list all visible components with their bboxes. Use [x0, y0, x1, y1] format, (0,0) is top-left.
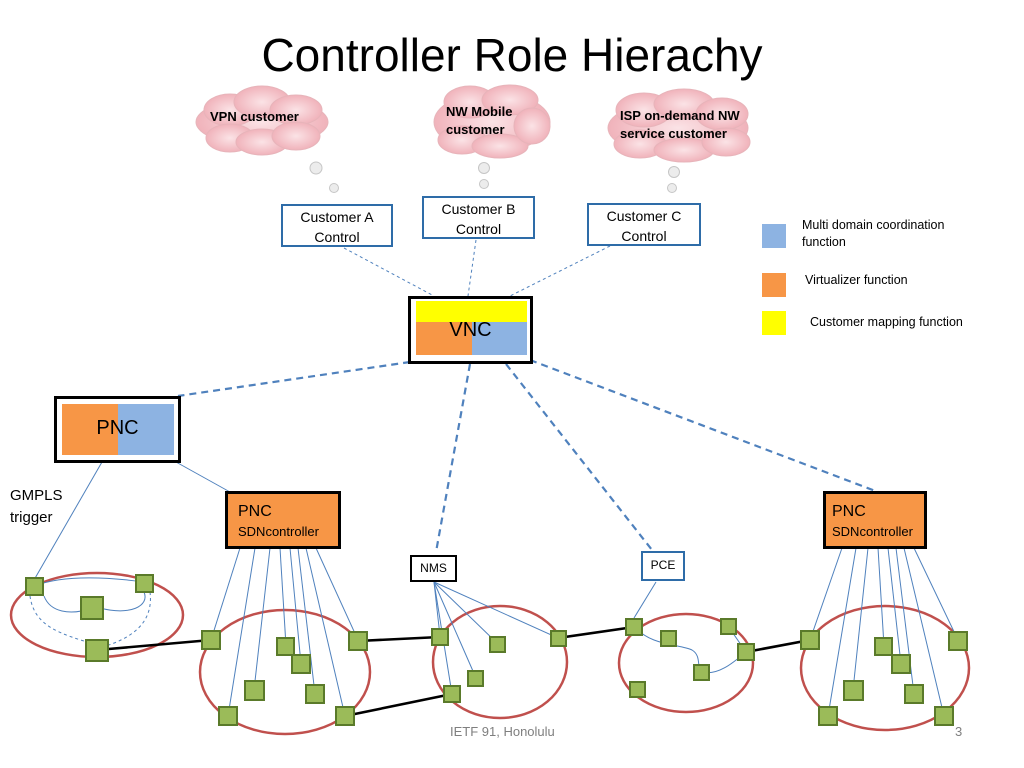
pnc-multi-domain-block — [118, 404, 174, 455]
domain-3-fan-links — [433, 581, 559, 695]
network-node — [904, 684, 924, 704]
network-node — [85, 639, 109, 662]
pnc-controller[interactable]: PNC — [54, 396, 181, 463]
inter-domain-links — [96, 625, 811, 718]
network-node — [818, 706, 838, 726]
network-node — [348, 631, 368, 651]
pnc-virtualizer-block — [62, 404, 118, 455]
network-node — [305, 684, 325, 704]
nms-box[interactable]: NMS — [410, 555, 457, 582]
network-node — [625, 618, 643, 636]
network-node — [874, 637, 893, 656]
footer-page-number: 3 — [955, 724, 963, 739]
network-node — [891, 654, 911, 674]
network-node — [934, 706, 954, 726]
domain-2-fan-links — [210, 547, 359, 717]
network-node — [80, 596, 104, 620]
network-node — [25, 577, 44, 596]
pnc-sdn-controller-left[interactable]: PNC SDNcontroller — [225, 491, 341, 549]
legend-swatch-virtualizer — [762, 273, 786, 297]
network-node — [693, 664, 710, 681]
network-node — [629, 681, 646, 698]
network-node — [276, 637, 295, 656]
legend-label-virtualizer: Virtualizer function — [805, 273, 908, 287]
network-node — [550, 630, 567, 647]
network-node — [489, 636, 506, 653]
cloud-nw-mobile-customer — [433, 84, 551, 159]
pnc-label: PNC — [96, 417, 139, 439]
network-node — [244, 680, 265, 701]
pnc-sdn-controller-right[interactable]: PNC SDNcontroller — [823, 491, 927, 549]
network-node — [948, 631, 968, 651]
pnc-sdn-title: PNC — [832, 503, 866, 520]
domain-5-fan-links — [809, 547, 959, 717]
network-node — [335, 706, 355, 726]
network-node — [720, 618, 737, 635]
gmpls-trigger-label: GMPLS trigger — [10, 487, 63, 526]
vnc-virtualizer-block — [416, 322, 472, 355]
network-nodes — [25, 574, 968, 726]
pnc-sdn-title: PNC — [238, 503, 272, 520]
customer-c-control[interactable]: Customer C Control — [587, 203, 701, 246]
customer-a-control[interactable]: Customer A Control — [281, 204, 393, 247]
cloud-vpn-customer — [195, 85, 329, 156]
footer-venue: IETF 91, Honolulu — [450, 724, 555, 739]
network-node — [201, 630, 221, 650]
pnc-thin-links — [33, 461, 657, 619]
network-node — [135, 574, 154, 593]
legend-swatch-multi-domain — [762, 224, 786, 248]
vnc-controller[interactable]: VNC — [408, 296, 533, 364]
cloud-label-vpn: VPN customer — [210, 109, 299, 124]
network-domains — [9, 571, 971, 736]
cloud-label-isp: ISP on-demand NW service customer — [620, 108, 740, 141]
vnc-label: VNC — [449, 319, 492, 341]
pnc-sdn-subtitle: SDNcontroller — [238, 524, 319, 539]
legend-label-multi-domain: Multi domain coordination function — [802, 218, 945, 249]
cloud-isp-customer — [607, 88, 751, 163]
vnc-customer-mapping-block — [416, 301, 527, 322]
network-node — [843, 680, 864, 701]
customer-b-control[interactable]: Customer B Control — [422, 196, 535, 239]
network-node — [800, 630, 820, 650]
cloud-label-nw-mobile: NW Mobile customer — [446, 104, 513, 137]
network-node — [737, 643, 755, 661]
customer-vnc-links — [343, 239, 611, 297]
network-node — [291, 654, 311, 674]
pnc-sdn-subtitle: SDNcontroller — [832, 524, 913, 539]
network-node — [467, 670, 484, 687]
network-node — [443, 685, 461, 703]
vnc-multi-domain-block — [472, 322, 527, 355]
vnc-pnc-links — [177, 358, 879, 553]
pce-box[interactable]: PCE — [641, 551, 685, 581]
legend-label-customer-mapping: Customer mapping function — [810, 315, 963, 329]
page-title: Controller Role Hierachy — [261, 29, 763, 81]
network-node — [431, 628, 449, 646]
network-node — [660, 630, 677, 647]
network-node — [218, 706, 238, 726]
thought-bubbles — [309, 161, 680, 193]
legend-swatch-customer-mapping — [762, 311, 786, 335]
